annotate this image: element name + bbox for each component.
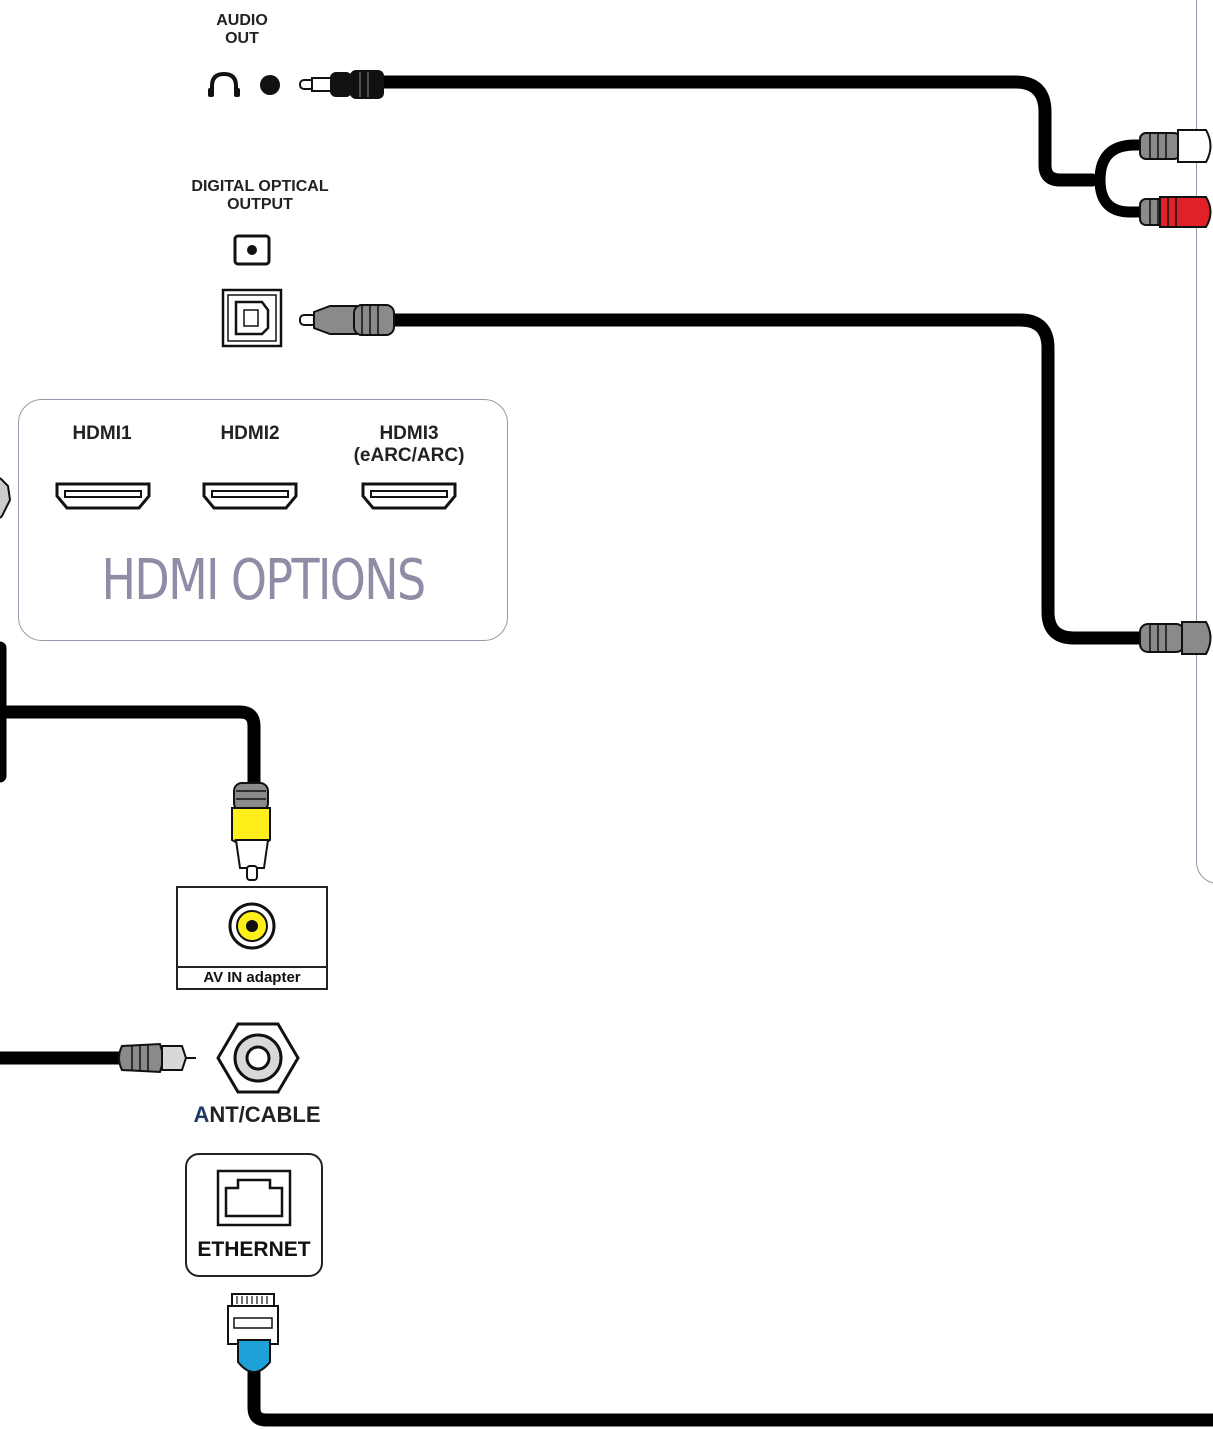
hdmi3-label-line2: (eARC/ARC) bbox=[353, 444, 465, 466]
hdmi-options-title: HDMI OPTIONS bbox=[101, 548, 426, 613]
ethernet-plug bbox=[227, 1293, 279, 1373]
ant-cable-label-first: A bbox=[193, 1102, 210, 1127]
av-in-adapter-label: AV IN adapter bbox=[178, 966, 326, 988]
audio-split-red bbox=[1094, 174, 1154, 218]
ant-cable-label-rest: NT/CABLE bbox=[209, 1102, 321, 1127]
av-in-jack-icon bbox=[228, 902, 276, 950]
ethernet-jack-icon bbox=[216, 1169, 292, 1227]
hdmi3-label-line1: HDMI3 bbox=[379, 423, 439, 444]
hdmi1-port-icon bbox=[55, 482, 151, 510]
audio-out-label-line2: OUT bbox=[225, 30, 259, 48]
hdmi2-label: HDMI2 bbox=[200, 423, 300, 445]
hdmi1-label-line1: HDMI1 bbox=[72, 423, 132, 444]
ant-cable-label: ANT/CABLE bbox=[180, 1102, 334, 1128]
optical-symbol-icon bbox=[233, 234, 271, 266]
audio-plug bbox=[299, 70, 384, 99]
hdmi-plug-partial bbox=[0, 477, 12, 519]
optical-plug-right bbox=[1139, 621, 1212, 655]
ethernet-label: ETHERNET bbox=[197, 1238, 311, 1261]
rca-plug-white bbox=[1139, 129, 1212, 163]
optical-port bbox=[221, 234, 395, 348]
ethernet-cable bbox=[247, 1363, 1213, 1427]
digital-optical-label-line1: DIGITAL OPTICAL bbox=[191, 178, 329, 195]
audio-out-label: AUDIO OUT bbox=[192, 12, 292, 49]
digital-optical-label: DIGITAL OPTICAL OUTPUT bbox=[170, 178, 350, 215]
optical-cable bbox=[383, 313, 1152, 645]
digital-optical-label-line2: OUTPUT bbox=[227, 196, 293, 214]
rca-plug-red bbox=[1139, 196, 1212, 228]
audio-out-port bbox=[208, 70, 384, 99]
av-plug-yellow bbox=[231, 782, 271, 881]
audio-out-label-line1: AUDIO bbox=[216, 12, 268, 29]
optical-jack-icon bbox=[221, 288, 283, 348]
headphone-icon bbox=[210, 71, 238, 94]
hdmi2-label-line1: HDMI2 bbox=[220, 423, 280, 444]
hdmi3-label: HDMI3 (eARC/ARC) bbox=[334, 423, 484, 467]
coax-plug bbox=[118, 1042, 196, 1074]
hdmi1-label: HDMI1 bbox=[52, 423, 152, 445]
coax-jack-icon bbox=[216, 1022, 300, 1094]
hdmi-ports bbox=[0, 477, 457, 519]
audio-jack-icon bbox=[260, 75, 280, 95]
cables bbox=[0, 75, 1213, 1427]
av-cable bbox=[0, 641, 261, 797]
audio-out-cable bbox=[373, 75, 1099, 187]
hdmi-options-panel bbox=[18, 399, 508, 641]
hdmi2-port-icon bbox=[202, 482, 298, 510]
hdmi3-port-icon bbox=[361, 482, 457, 510]
optical-plug bbox=[299, 304, 395, 336]
